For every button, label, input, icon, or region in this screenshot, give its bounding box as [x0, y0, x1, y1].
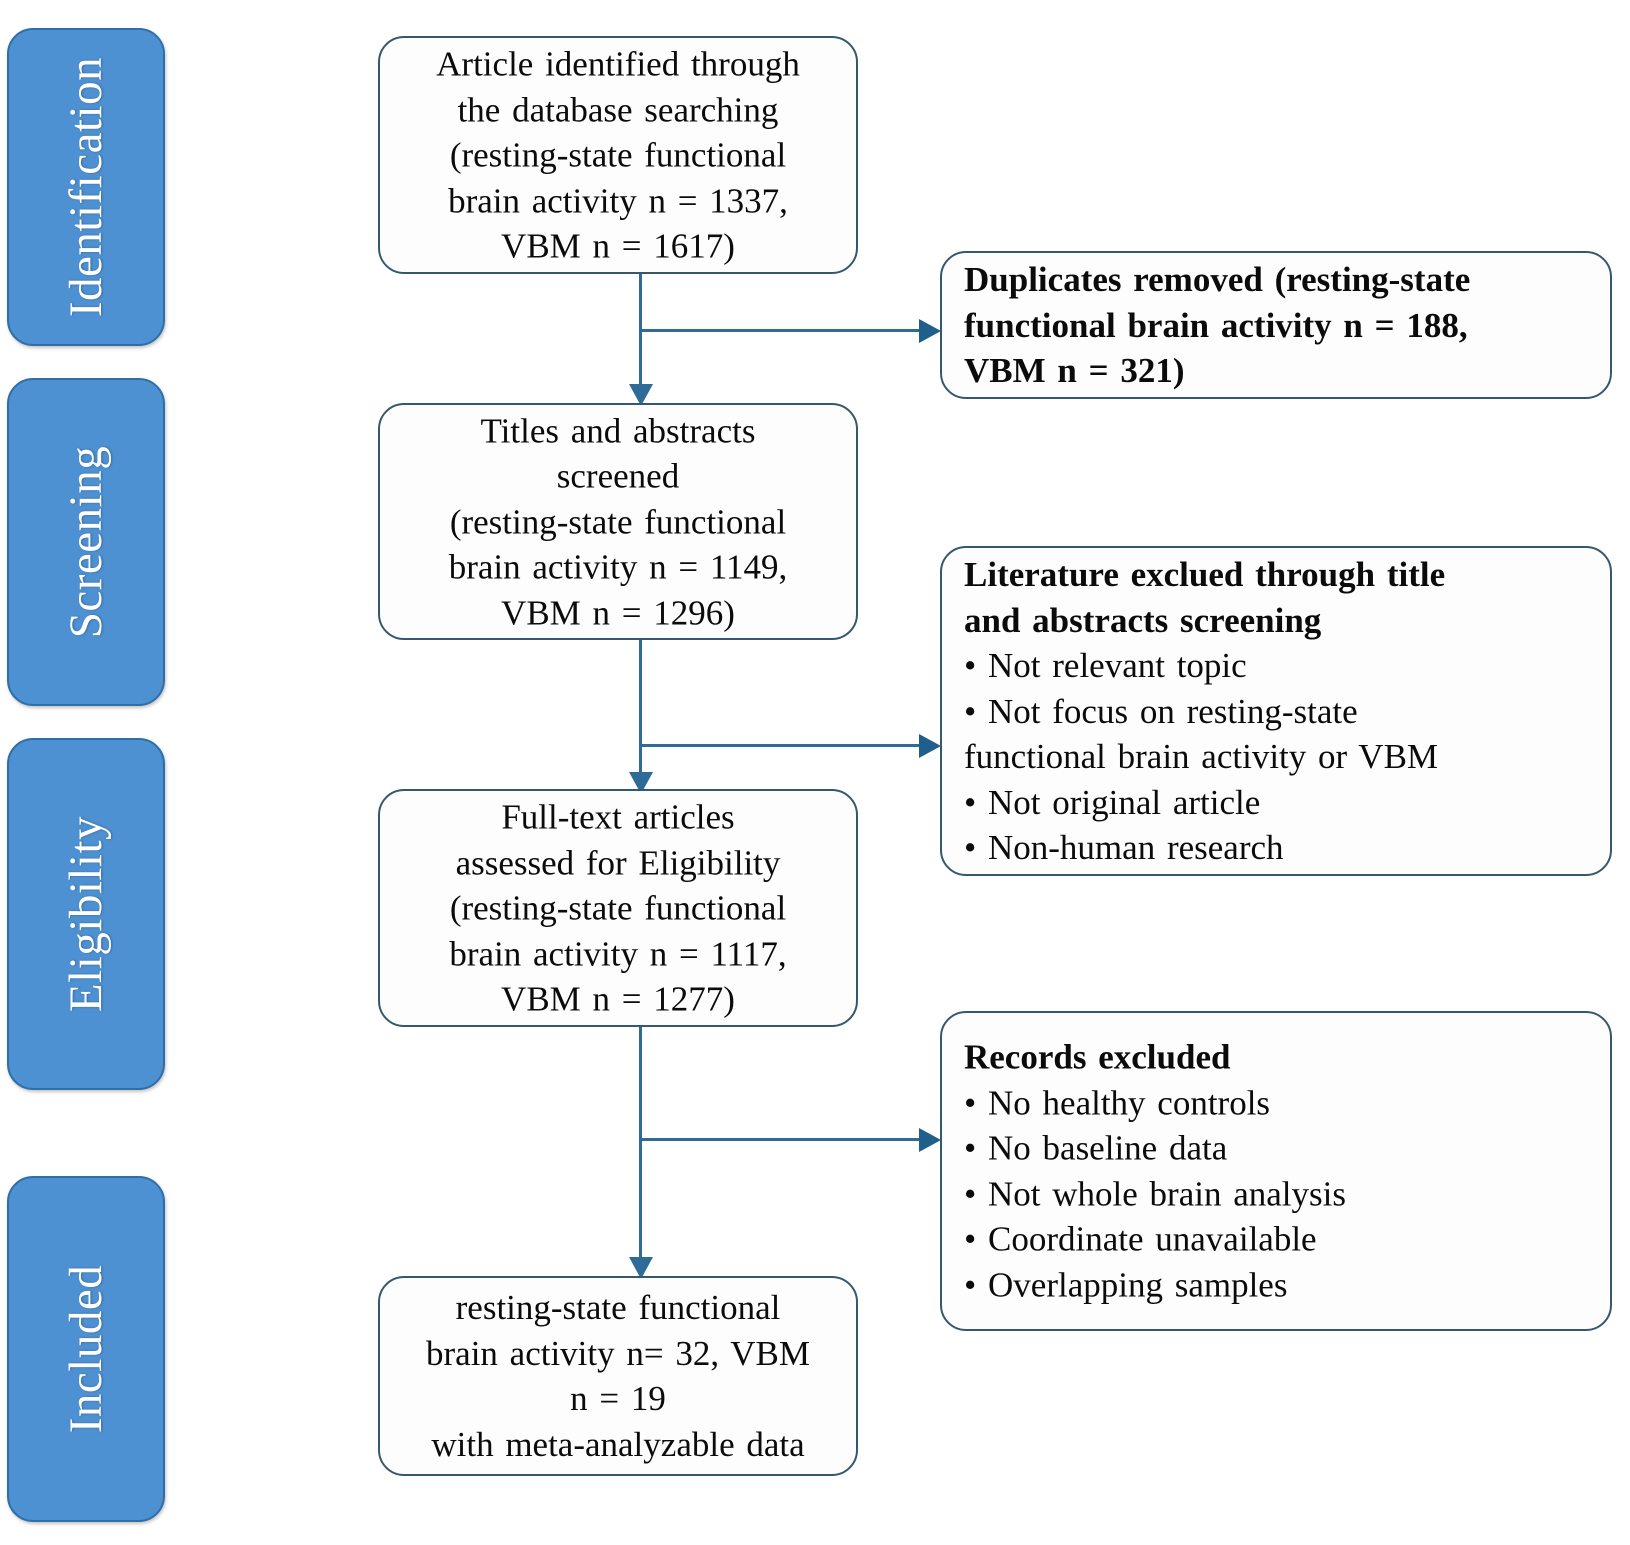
- heading-line: Duplicates removed (resting-state: [964, 259, 1471, 299]
- line: (resting-state functional: [449, 135, 787, 175]
- line: (resting-state functional: [449, 888, 787, 928]
- exclusion-item-continuation: functional brain activity or VBM: [964, 736, 1439, 776]
- line: with meta-analyzable data: [431, 1424, 805, 1464]
- arrow-down-2: [629, 772, 653, 794]
- box-duplicates-removed-text: Duplicates removed (resting-state functi…: [942, 257, 1610, 394]
- line: brain activity n = 1337,: [448, 180, 788, 220]
- arrow-down-1: [629, 384, 653, 406]
- box-included-studies-text: resting-state functional brain activity …: [380, 1285, 856, 1467]
- box-title-abstract-exclusions-text: Literature exclued through title and abs…: [942, 552, 1610, 871]
- box-fulltext-exclusions-text: Records excluded • No healthy controls •…: [942, 1035, 1610, 1308]
- connector-branch-3: [639, 1138, 921, 1141]
- stage-label-screening: Screening: [60, 445, 112, 639]
- exclusion-item: • No baseline data: [964, 1128, 1228, 1168]
- line: (resting-state functional: [449, 501, 787, 541]
- stage-chip-included: Included: [7, 1176, 165, 1522]
- stage-chip-identification: Identification: [7, 28, 165, 346]
- box-title-abstract-exclusions: Literature exclued through title and abs…: [940, 546, 1612, 876]
- box-full-text-assessed: Full-text articles assessed for Eligibil…: [378, 789, 858, 1027]
- line: the database searching: [457, 89, 779, 129]
- line: Full-text articles: [501, 797, 735, 837]
- stage-chip-screening: Screening: [7, 378, 165, 706]
- heading-line: and abstracts screening: [964, 600, 1322, 640]
- box-fulltext-exclusions: Records excluded • No healthy controls •…: [940, 1011, 1612, 1331]
- box-included-studies: resting-state functional brain activity …: [378, 1276, 858, 1476]
- line: Titles and abstracts: [480, 410, 756, 450]
- heading-line: Records excluded: [964, 1037, 1231, 1077]
- box-identified-records: Article identified through the database …: [378, 36, 858, 274]
- heading-line: functional brain activity n = 188,: [964, 305, 1468, 345]
- box-duplicates-removed: Duplicates removed (resting-state functi…: [940, 251, 1612, 399]
- exclusion-item: • No healthy controls: [964, 1083, 1271, 1122]
- line: screened: [556, 456, 680, 496]
- exclusion-item: • Not focus on resting-state: [964, 691, 1358, 731]
- box-identified-records-text: Article identified through the database …: [380, 41, 856, 269]
- line: brain activity n = 1149,: [448, 547, 788, 587]
- arrow-down-3: [629, 1257, 653, 1279]
- exclusion-item: • Not original article: [964, 782, 1261, 822]
- exclusion-item: • Not relevant topic: [964, 645, 1247, 685]
- connector-vertical-2: [639, 638, 642, 778]
- heading-line: VBM n = 321): [964, 350, 1185, 390]
- exclusion-item: • Not whole brain analysis: [964, 1174, 1346, 1213]
- exclusion-item: • Non-human research: [964, 827, 1284, 867]
- line: n = 19: [570, 1379, 666, 1418]
- arrow-right-records-excluded: [919, 1128, 941, 1152]
- exclusion-item: • Overlapping samples: [964, 1265, 1288, 1304]
- connector-branch-2: [639, 744, 921, 747]
- line: Article identified through: [436, 44, 800, 84]
- line: VBM n = 1277): [501, 979, 735, 1019]
- box-titles-abstracts-screened-text: Titles and abstracts screened (resting-s…: [380, 408, 856, 636]
- line: resting-state functional: [455, 1288, 781, 1327]
- stage-chip-eligibility: Eligibility: [7, 738, 165, 1090]
- arrow-right-literature-excluded: [919, 734, 941, 758]
- line: VBM n = 1296): [501, 592, 735, 632]
- arrow-right-duplicates: [919, 319, 941, 343]
- line: assessed for Eligibility: [455, 842, 781, 882]
- connector-vertical-3: [639, 1025, 642, 1263]
- line: brain activity n= 32, VBM: [426, 1333, 810, 1373]
- connector-branch-1: [639, 329, 921, 332]
- stage-label-included: Included: [60, 1264, 112, 1434]
- exclusion-item: • Coordinate unavailable: [964, 1219, 1317, 1259]
- box-titles-abstracts-screened: Titles and abstracts screened (resting-s…: [378, 403, 858, 640]
- box-full-text-assessed-text: Full-text articles assessed for Eligibil…: [380, 794, 856, 1022]
- stage-label-identification: Identification: [60, 56, 112, 318]
- line: VBM n = 1617): [501, 226, 735, 266]
- heading-line: Literature exclued through title: [964, 554, 1446, 594]
- stage-label-eligibility: Eligibility: [60, 815, 112, 1013]
- line: brain activity n = 1117,: [449, 933, 787, 973]
